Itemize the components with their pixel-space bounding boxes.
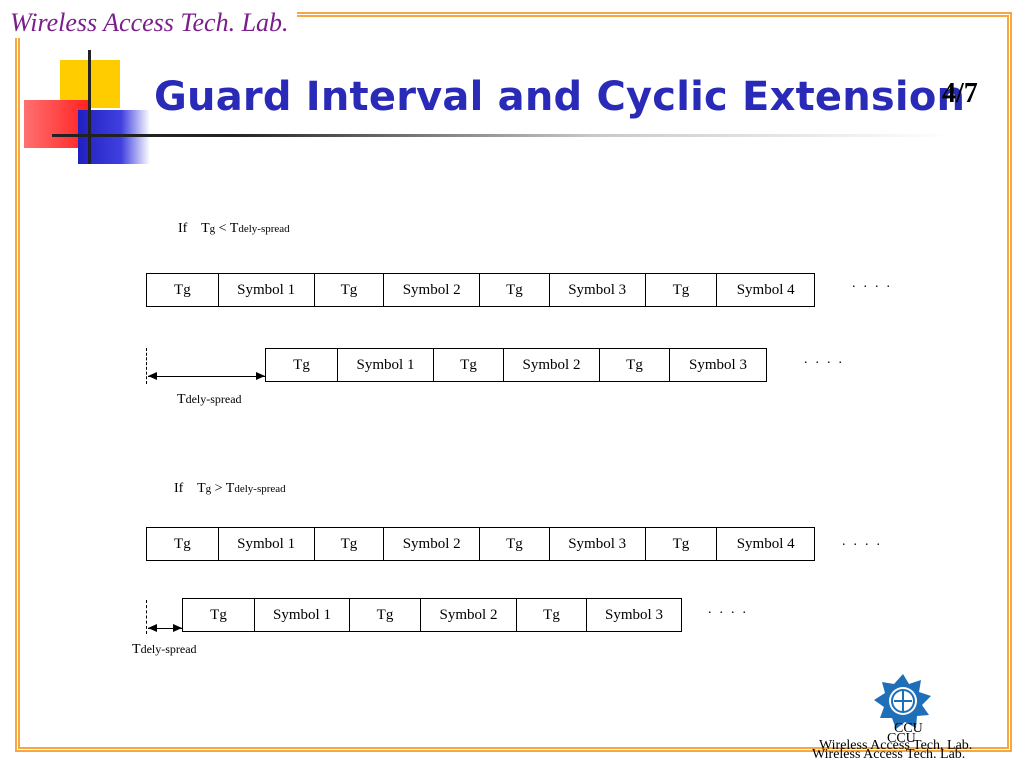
decor-horizontal-line [52, 134, 952, 137]
cell-guard: Tg [434, 349, 504, 381]
cell-symbol: Symbol 3 [550, 274, 646, 306]
delay-marker-line [146, 348, 147, 384]
cell-symbol: Symbol 2 [384, 274, 481, 306]
cond-sub: dely-spread [234, 483, 286, 495]
footer-lab-name-shadow: Wireless Access Tech. Lab. [812, 747, 966, 762]
cond-t: T [225, 481, 235, 496]
continuation-dots: .... [708, 602, 754, 617]
cell-symbol: Symbol 2 [421, 599, 517, 631]
cell-guard: Tg [350, 599, 421, 631]
page-number: 4/7 [942, 78, 978, 109]
cell-symbol: Symbol 1 [338, 349, 434, 381]
cond-operator: < [218, 221, 227, 236]
delay-spread-label: Tdely-spread [177, 392, 242, 408]
decor-vertical-line [88, 50, 91, 164]
delay-spread-arrow [148, 372, 265, 380]
cell-guard: Tg [480, 528, 550, 560]
delay-marker-line [146, 600, 147, 634]
cell-symbol: Symbol 1 [255, 599, 350, 631]
cell-symbol: Symbol 1 [219, 528, 315, 560]
continuation-dots: .... [852, 276, 898, 291]
cell-symbol: Symbol 2 [504, 349, 600, 381]
cell-guard: Tg [315, 274, 385, 306]
delay-spread-arrow [148, 624, 182, 632]
cell-guard: Tg [315, 528, 385, 560]
delay-t: T [177, 392, 186, 407]
cell-guard: Tg [646, 528, 718, 560]
cond-tg: T [197, 481, 206, 496]
cell-guard: Tg [480, 274, 550, 306]
symbol-row-2a: Tg Symbol 1 Tg Symbol 2 Tg Symbol 3 Tg S… [146, 527, 815, 561]
cond-operator: > [214, 481, 223, 496]
cell-symbol: Symbol 1 [219, 274, 315, 306]
logo-label: CCU [894, 721, 923, 736]
cond-tg-sub: g [205, 483, 212, 495]
symbol-row-1a: Tg Symbol 1 Tg Symbol 2 Tg Symbol 3 Tg S… [146, 273, 815, 307]
cell-guard: Tg [183, 599, 255, 631]
symbol-row-1b: Tg Symbol 1 Tg Symbol 2 Tg Symbol 3 [265, 348, 767, 382]
delay-sub: dely-spread [140, 642, 197, 656]
cell-symbol: Symbol 4 [736, 281, 795, 298]
delay-spread-label: Tdely-spread [132, 642, 197, 658]
cond-tg: T [201, 221, 210, 236]
cell-symbol: Symbol 3 [550, 528, 646, 560]
cond-tg-sub: g [209, 223, 216, 235]
footer-lab-name: Wireless Access Tech. Lab. [819, 738, 973, 753]
delay-t: T [132, 642, 141, 657]
cond-sub: dely-spread [238, 223, 290, 235]
cell-symbol: Symbol 3 [689, 356, 747, 373]
cell-symbol: Symbol 4 [736, 535, 795, 552]
symbol-row-2b: Tg Symbol 1 Tg Symbol 2 Tg Symbol 3 [182, 598, 682, 632]
cell-symbol: Symbol 3 [605, 606, 663, 623]
condition-1: If Tg < Tdely-spread [178, 221, 290, 237]
cond-if: If [174, 481, 184, 496]
page-title: Guard Interval and Cyclic Extension [154, 74, 966, 120]
logo-label-shadow: CCU [887, 731, 916, 746]
delay-sub: dely-spread [185, 392, 242, 406]
continuation-dots: .... [842, 534, 888, 549]
slide-border [15, 12, 1012, 752]
cell-guard: Tg [147, 274, 219, 306]
condition-2: If Tg > Tdely-spread [174, 481, 286, 497]
cell-symbol: Symbol 2 [384, 528, 481, 560]
cell-guard: Tg [147, 528, 219, 560]
cond-t: T [229, 221, 239, 236]
continuation-dots: .... [804, 352, 850, 367]
cell-guard: Tg [600, 349, 670, 381]
cond-if: If [178, 221, 188, 236]
cell-guard: Tg [646, 274, 718, 306]
lab-name-header: Wireless Access Tech. Lab. [0, 8, 297, 38]
cell-guard: Tg [517, 599, 587, 631]
ccu-logo-icon [874, 674, 931, 729]
cell-guard: Tg [266, 349, 338, 381]
